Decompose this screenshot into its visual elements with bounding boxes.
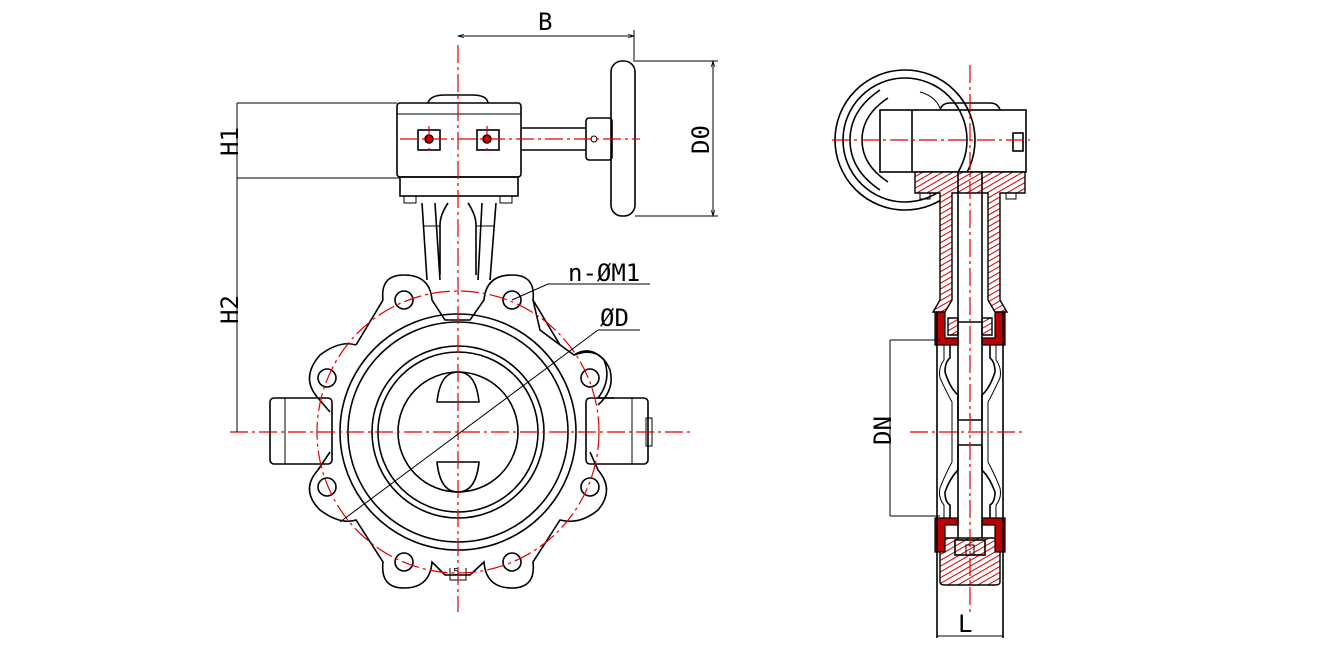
side-view: DN L	[832, 65, 1030, 638]
side-dimensions: DN L	[869, 339, 1003, 638]
bolt-holes	[317, 290, 600, 572]
front-dimensions: B D0 H1 H2 n-ØM1 ØD	[216, 8, 718, 523]
side-centerlines	[832, 65, 1030, 615]
dim-b-label: B	[538, 8, 552, 36]
dim-dn-label: DN	[869, 416, 897, 445]
dim-holes-label: n-ØM1	[568, 259, 640, 287]
dim-d0-label: D0	[687, 125, 715, 154]
front-centerlines	[230, 45, 690, 612]
valve-neck	[421, 202, 497, 281]
dim-h1-label: H1	[216, 127, 244, 156]
side-gearbox	[879, 102, 1027, 173]
dim-bolt-circle-label: ØD	[600, 304, 629, 332]
dim-h2-label: H2	[216, 295, 244, 324]
svg-text:5: 5	[453, 567, 459, 578]
dim-l-label: L	[958, 610, 972, 638]
front-view: 5	[216, 8, 718, 612]
side-body-section	[914, 171, 1026, 638]
